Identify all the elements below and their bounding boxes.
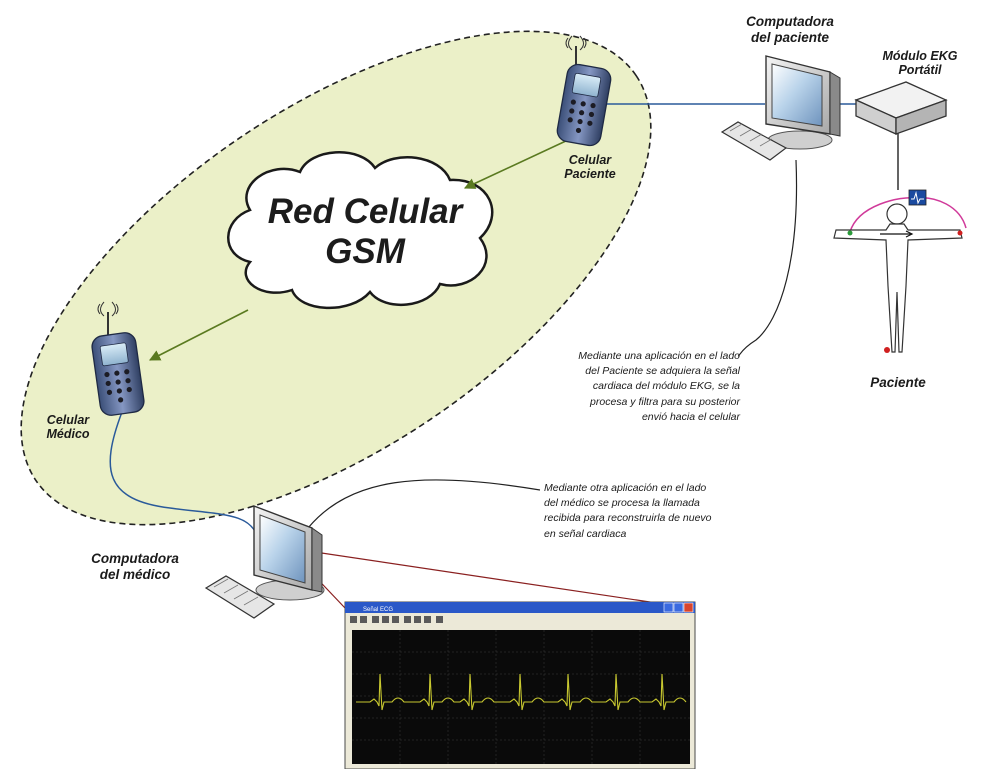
keyboard-icon	[204, 575, 276, 619]
ecg-trace	[356, 673, 687, 711]
label-computadora-medico: Computadora del médico	[91, 551, 179, 582]
arrow-celular-paciente-to-red	[463, 139, 569, 189]
phone-medico	[91, 301, 145, 416]
ecg-window-title: Señal ECG	[363, 607, 394, 613]
keyboard-icon	[720, 121, 788, 161]
phone-paciente	[556, 35, 612, 147]
patient-body-icon	[833, 189, 967, 353]
callout-line-paciente	[737, 159, 798, 357]
ecg-lead-wire	[849, 196, 967, 233]
note-paciente-app: Mediante una aplicación en el lado del P…	[578, 350, 740, 423]
window-maximize-button[interactable]	[673, 602, 684, 613]
wire-celular-medico-to-computadora	[109, 411, 259, 539]
label-celular-medico: Celular Médico	[46, 413, 90, 442]
window-close-button[interactable]	[683, 602, 694, 613]
note-medico-app: Mediante otra aplicación en el lado del …	[544, 482, 712, 540]
label-computadora-paciente: Computadora del paciente	[746, 14, 834, 45]
computer-paciente	[720, 55, 841, 161]
label-paciente: Paciente	[870, 375, 926, 390]
antenna-waves-icon	[565, 35, 587, 51]
ekg-module-icon	[854, 81, 948, 136]
arrow-red-to-celular-medico	[149, 309, 249, 361]
window-toolbar	[346, 614, 694, 626]
window-titlebar	[345, 602, 695, 613]
ecg-software-window	[344, 601, 696, 769]
callout-line-screen	[287, 547, 691, 609]
ecg-monitor-icon	[908, 189, 927, 206]
callout-line-medico	[307, 479, 541, 529]
label-celular-paciente: Celular Paciente	[564, 153, 616, 182]
cloud-icon	[227, 151, 494, 310]
window-minimize-button[interactable]	[663, 602, 674, 613]
antenna-waves-icon	[97, 301, 119, 317]
label-modulo-ekg: Módulo EKG Portátil	[882, 49, 958, 78]
toolbar-icons[interactable]	[350, 616, 443, 623]
red-celular-title: Red Celular GSM	[267, 192, 463, 272]
computer-medico	[204, 504, 325, 619]
